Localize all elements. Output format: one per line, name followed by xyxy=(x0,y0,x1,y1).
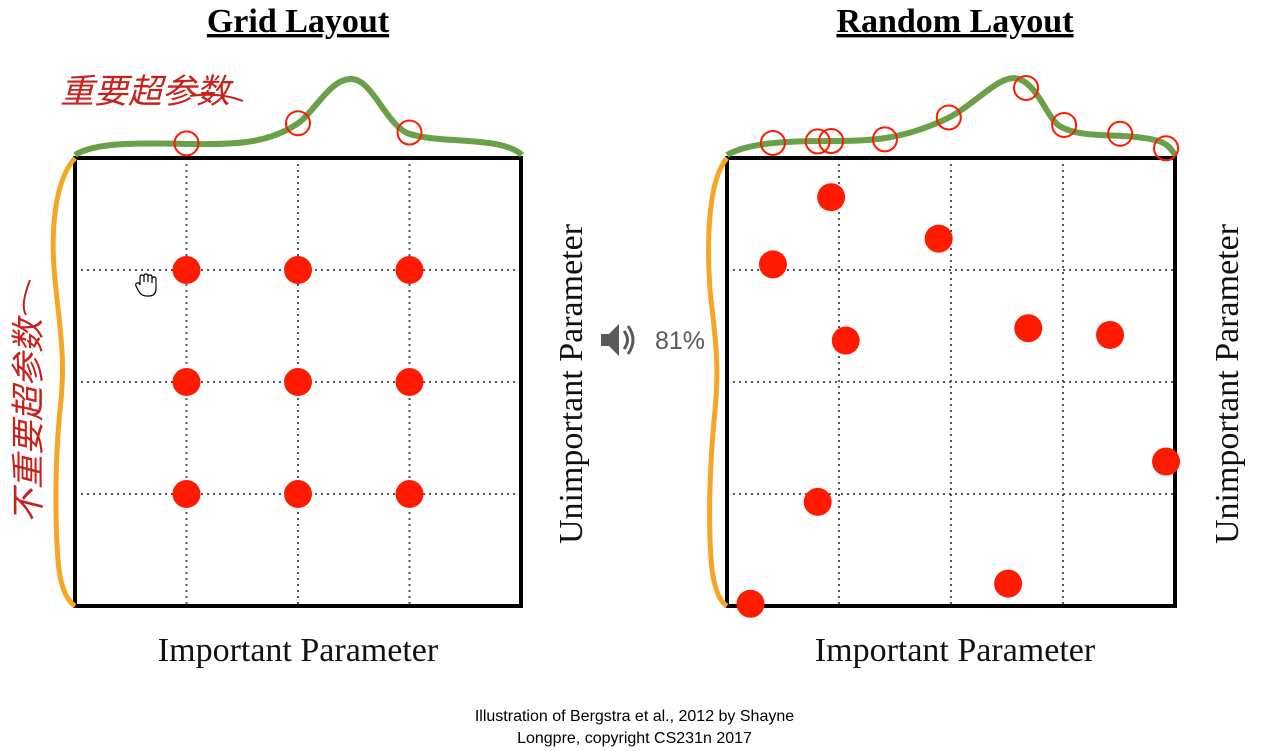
sample-point xyxy=(395,368,424,396)
left-points xyxy=(172,256,424,508)
left-orange-curve xyxy=(50,156,77,609)
marginal-circle xyxy=(285,110,311,137)
marginal-circle xyxy=(871,126,898,153)
sample-point xyxy=(284,480,312,508)
sample-point xyxy=(172,368,201,396)
volume-indicator[interactable]: 81% xyxy=(601,324,705,356)
marginal-circle xyxy=(1013,74,1040,101)
sample-point xyxy=(758,250,787,279)
sample-point xyxy=(172,480,201,508)
marginal-circle xyxy=(759,129,786,156)
right-plot-frame xyxy=(725,156,1177,608)
left-y-label: Unimportant Parameter xyxy=(553,223,590,544)
marginal-circle xyxy=(396,119,423,146)
sample-point xyxy=(924,224,953,253)
marginal-circle xyxy=(935,104,962,131)
sample-point xyxy=(395,480,424,508)
right-y-label: Unimportant Parameter xyxy=(1209,223,1246,544)
annotation-underline-left xyxy=(22,279,31,316)
important-param-annotation: 重要超参数 xyxy=(60,72,234,112)
sample-point xyxy=(395,256,424,284)
annotation-underline xyxy=(189,93,244,102)
marginal-circle xyxy=(818,128,845,154)
sample-point xyxy=(1152,447,1181,476)
marginal-circle xyxy=(1051,111,1078,138)
sample-point xyxy=(284,256,312,284)
sample-point xyxy=(172,256,201,284)
unimportant-param-annotation: 不重要超参数 xyxy=(9,315,49,523)
left-plot-frame xyxy=(73,156,523,608)
sample-point xyxy=(284,368,312,396)
right-x-label: Important Parameter xyxy=(815,632,1096,669)
left-marginal-curve xyxy=(73,75,525,158)
caption: Illustration of Bergstra et al., 2012 by… xyxy=(0,706,1269,750)
left-marginal-circles xyxy=(173,110,423,157)
sample-point xyxy=(736,589,765,618)
sample-point xyxy=(803,487,832,516)
right-marginal-curve xyxy=(725,75,1178,158)
marginal-circle xyxy=(804,128,831,155)
right-points xyxy=(736,183,1181,618)
volume-level: 81% xyxy=(655,327,705,355)
sample-point xyxy=(831,326,860,355)
sample-point xyxy=(817,183,846,212)
caption-line-2: Longpre, copyright CS231n 2017 xyxy=(517,730,752,747)
marginal-circle xyxy=(173,130,200,157)
marginal-circle xyxy=(1107,120,1134,147)
sample-point xyxy=(1014,314,1043,343)
marginal-circle xyxy=(1153,135,1180,162)
hand-cursor-icon xyxy=(135,273,157,297)
right-orange-curve xyxy=(706,156,729,609)
left-x-label: Important Parameter xyxy=(158,632,439,669)
right-grid-lines xyxy=(727,158,1175,606)
right-marginal-circles xyxy=(759,74,1180,162)
sample-point xyxy=(1096,320,1125,349)
caption-line-1: Illustration of Bergstra et al., 2012 by… xyxy=(474,708,795,725)
sample-point xyxy=(994,569,1023,598)
right-title: Random Layout xyxy=(836,3,1074,40)
left-title: Grid Layout xyxy=(207,3,390,40)
speaker-icon xyxy=(601,324,635,356)
